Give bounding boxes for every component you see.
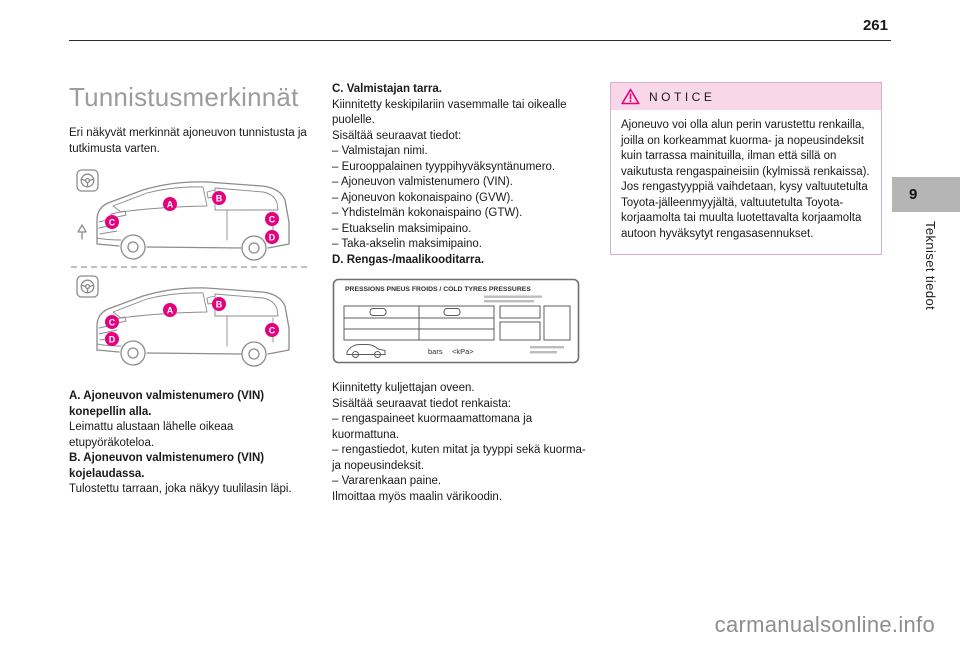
chapter-title-vertical: Tekniset tiedot [923,221,938,311]
svg-text:D: D [269,232,276,242]
marker-c-badge: C [105,315,119,329]
list-item: – Ajoneuvon valmistenumero (VIN). [332,176,513,188]
steering-wheel-icon [76,169,99,192]
tyre-label-paragraph: Kiinnitetty kuljettajan oveen. [332,382,475,394]
car-side-icon [346,344,386,358]
vehicle-identification-diagram: C A B C D C D [69,164,315,379]
sticker-pressure-table [343,305,571,341]
watermark: carmanualsonline.info [714,612,935,637]
marker-d-badge: D [265,230,279,244]
tyre-label-paragraph: Sisältää seuraavat tiedot renkaista: [332,397,511,410]
list-item: – rengastiedot, kuten mitat ja tyyppi se… [332,444,586,472]
svg-text:C: C [109,217,116,227]
tyre-label-heading: D. Rengas-/maalikooditarra. [332,253,485,266]
svg-text:C: C [269,325,276,335]
marker-a-badge: A [163,197,177,211]
header-divider [69,40,891,41]
svg-text:C: C [269,214,276,224]
manufacturer-label-paragraph: Kiinnitetty keskipilariin vasemmalle tai… [332,98,567,127]
marker-c-badge: C [105,215,119,229]
list-item: – Yhdistelmän kokonaispaino (GTW). [332,207,523,219]
svg-text:B: B [216,299,223,309]
item-a-heading: A. Ajoneuvon valmistenumero (VIN) konepe… [69,390,265,418]
sticker-fine-print [484,295,542,303]
marker-c-badge: C [265,212,279,226]
svg-text:C: C [109,317,116,327]
notice-box: NOTICE Ajoneuvo voi olla alun perin varu… [610,82,882,255]
identification-section: Tunnistusmerkinnät Eri näkyvät merkinnät… [69,82,315,498]
list-item: – Etuakselin maksimipaino. [332,222,472,235]
van-long-wheelbase-drawing [76,169,290,261]
list-item: – rengaspaineet kuormaamattomana ja kuor… [332,413,533,441]
chapter-tab: 9 [892,177,960,212]
notice-header: NOTICE [611,83,881,110]
svg-text:A: A [167,199,174,209]
page-number: 261 [862,17,888,34]
arrow-icon [77,224,87,240]
chapter-number: 9 [909,186,918,203]
tyre-pressure-sticker-diagram: PRESSIONS PNEUS FROIDS / COLD TYRES PRES… [332,278,588,369]
warning-triangle-icon [621,88,640,105]
sticker-unit-bars: bars [428,347,443,356]
marker-b-badge: B [212,191,226,205]
marker-d-badge: D [105,332,119,346]
svg-text:A: A [167,305,174,315]
item-a-text: Leimattu alustaan lähelle oikeaa etupyör… [69,421,234,449]
sticker-unit-kpa: <kPa> [452,347,474,356]
notice-column: NOTICE Ajoneuvo voi olla alun perin varu… [610,82,882,255]
marker-a-badge: A [163,303,177,317]
sticker-title: PRESSIONS PNEUS FROIDS / COLD TYRES PRES… [345,286,531,293]
list-item: – Ajoneuvon kokonaispaino (GVW). [332,191,514,204]
svg-text:B: B [216,193,223,203]
item-b-text: Tulostettu tarraan, joka näkyy tuulilasi… [69,483,292,495]
marker-c-badge: C [265,323,279,337]
list-item: – Eurooppalainen tyyppihyväksyntänumero. [332,160,556,173]
notice-title: NOTICE [649,89,716,104]
list-item: – Valmistajan nimi. [332,145,428,157]
svg-text:D: D [109,334,116,344]
manufacturer-label-heading: C. Valmistajan tarra. [332,83,442,95]
tyre-sticker-svg: PRESSIONS PNEUS FROIDS / COLD TYRES PRES… [332,278,580,364]
list-item: – Taka-akselin maksimipaino. [332,238,482,250]
list-item: – Vararenkaan paine. [332,475,442,487]
notice-body: Ajoneuvo voi olla alun perin varustettu … [621,119,870,240]
van-short-wheelbase-drawing [76,275,290,367]
labels-section: C. Valmistajan tarra. Kiinnitetty keskip… [332,82,588,505]
section-title: Tunnistusmerkinnät [69,82,299,112]
manufacturer-label-paragraph: Sisältää seuraavat tiedot: [332,129,462,142]
intro-paragraph: Eri näkyvät merkinnät ajoneuvon tunnistu… [69,127,307,155]
van-diagram-svg: C A B C D C D [71,169,309,367]
van-body [96,181,290,261]
item-b-heading: B. Ajoneuvon valmistenumero (VIN) kojela… [69,452,265,480]
steering-wheel-icon [76,275,99,298]
tyre-label-paragraph: Ilmoittaa myös maalin värikoodin. [332,490,503,503]
sticker-fine-print [530,346,564,354]
marker-b-badge: B [212,297,226,311]
van-body [96,287,290,367]
